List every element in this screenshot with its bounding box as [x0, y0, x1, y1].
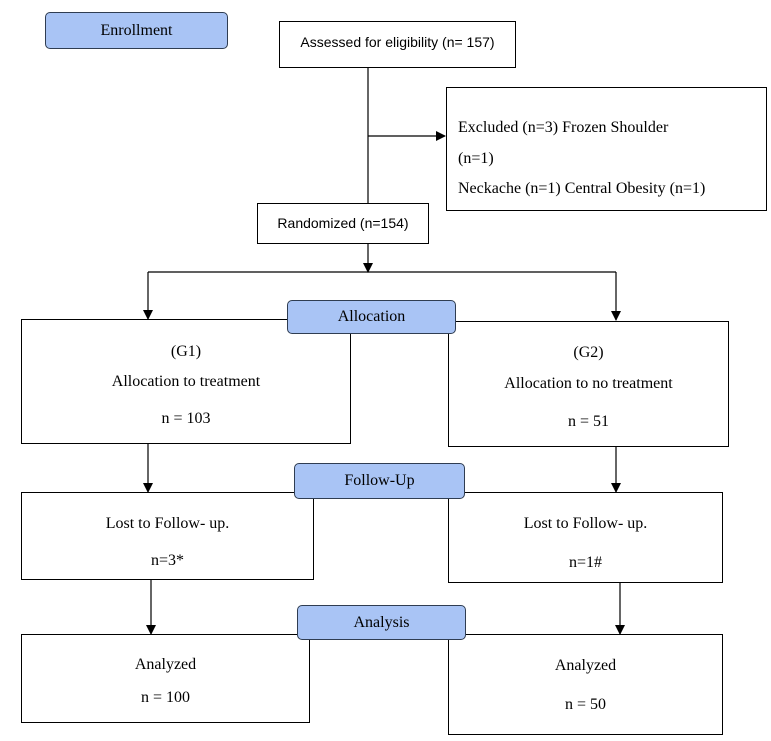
g2-followup-box: Lost to Follow- up. n=1# — [448, 492, 723, 583]
g2-allocation-text: Allocation to no treatment — [504, 375, 673, 392]
excluded-box: Excluded (n=3) Frozen Shoulder (n=1) Nec… — [446, 87, 767, 211]
allocation-label: Allocation — [287, 300, 456, 334]
g2-count: n = 51 — [567, 413, 610, 430]
excluded-line-3: Neckache (n=1) Central Obesity (n=1) — [458, 180, 706, 197]
assessed-box: Assessed for eligibility (n= 157) — [279, 21, 516, 68]
g1-group-label: (G1) — [170, 343, 202, 360]
g1-allocation-text: Allocation to treatment — [111, 373, 261, 390]
followup-label: Follow-Up — [294, 463, 465, 499]
assessed-text: Assessed for eligibility (n= 157) — [300, 34, 495, 50]
g2-lost-text: Lost to Follow- up. — [523, 515, 648, 532]
enrollment-label-text: Enrollment — [100, 21, 173, 39]
g2-analyzed-text: Analyzed — [554, 657, 617, 674]
randomized-box: Randomized (n=154) — [257, 203, 429, 244]
excluded-line-1: Excluded (n=3) Frozen Shoulder — [458, 119, 669, 136]
analysis-label: Analysis — [297, 605, 466, 640]
g1-analyzed-text: Analyzed — [134, 656, 197, 673]
g2-analyzed-box: Analyzed n = 50 — [448, 634, 723, 735]
enrollment-label: Enrollment — [45, 12, 228, 49]
g2-lost-count: n=1# — [568, 554, 603, 571]
g1-analyzed-box: Analyzed n = 100 — [21, 634, 310, 723]
g1-analyzed-count: n = 100 — [140, 689, 191, 706]
followup-label-text: Follow-Up — [344, 472, 415, 489]
allocation-label-text: Allocation — [337, 308, 406, 325]
g1-followup-box: Lost to Follow- up. n=3* — [21, 492, 314, 580]
g1-lost-text: Lost to Follow- up. — [105, 515, 230, 532]
g1-allocation-box: (G1) Allocation to treatment n = 103 — [21, 319, 351, 444]
g1-count: n = 103 — [161, 410, 211, 427]
g2-group-label: (G2) — [573, 344, 604, 361]
analysis-label-text: Analysis — [353, 613, 410, 631]
g2-analyzed-count: n = 50 — [564, 696, 607, 713]
excluded-line-2: (n=1) — [458, 150, 494, 167]
g2-allocation-box: (G2) Allocation to no treatment n = 51 — [448, 321, 729, 447]
randomized-text: Randomized (n=154) — [277, 215, 409, 231]
g1-lost-count: n=3* — [150, 552, 185, 569]
